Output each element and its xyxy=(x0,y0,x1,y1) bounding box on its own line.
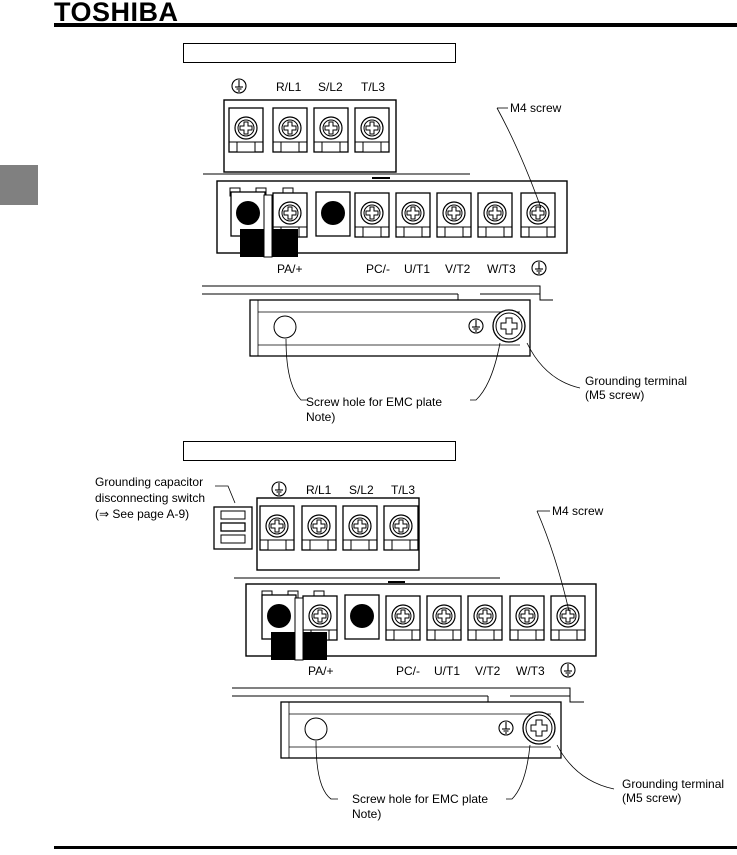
label-u-t1: U/T1 xyxy=(434,664,460,678)
ground-symbol xyxy=(531,260,547,276)
label-u-t1: U/T1 xyxy=(404,262,430,276)
label-s-l2: S/L2 xyxy=(349,483,374,497)
diagram-1: R/L1 S/L2 T/L3 PA/+ PC/- U/T1 V/T2 xyxy=(202,78,687,424)
label-t-l3: T/L3 xyxy=(361,80,385,94)
label-r-l1: R/L1 xyxy=(306,483,332,497)
section-side-tab xyxy=(0,165,38,205)
header-rule xyxy=(54,23,737,27)
switch-label-1: Grounding capacitor xyxy=(95,475,203,489)
ground-symbol xyxy=(231,78,247,94)
label-pc: PC/- xyxy=(366,262,390,276)
emc-plate xyxy=(280,701,562,759)
terminal-ground xyxy=(229,108,263,152)
screw-hole xyxy=(304,717,328,741)
terminal-r-l1 xyxy=(273,108,307,152)
switch-label-3: (⇒ See page A-9) xyxy=(95,507,189,521)
label-r-l1: R/L1 xyxy=(276,80,302,94)
filled-post xyxy=(236,201,260,225)
label-t-l3: T/L3 xyxy=(391,483,415,497)
diagram-2-title-box xyxy=(183,441,456,461)
terminal-s-l2 xyxy=(314,108,348,152)
filled-post xyxy=(321,201,345,225)
m4-screw-label: M4 screw xyxy=(510,101,562,115)
grounding-terminal-label: Grounding terminal xyxy=(585,374,687,388)
label-w-t3: W/T3 xyxy=(516,664,545,678)
label-pa: PA/+ xyxy=(308,664,333,678)
switch-label-2: disconnecting switch xyxy=(95,491,205,505)
output-terminals xyxy=(261,594,585,640)
ground-symbol xyxy=(271,481,287,497)
screw-hole-label: Screw hole for EMC plate xyxy=(352,792,488,806)
output-terminals xyxy=(230,191,555,237)
ground-symbol xyxy=(560,662,576,678)
footer-rule xyxy=(54,846,737,849)
label-pc: PC/- xyxy=(396,664,420,678)
terminal-t-l3 xyxy=(355,108,389,152)
screw-hole xyxy=(273,315,297,339)
emc-plate xyxy=(249,299,531,357)
ground-symbol xyxy=(498,720,514,736)
grounding-terminal-label: Grounding terminal xyxy=(622,777,724,791)
label-v-t2: V/T2 xyxy=(445,262,471,276)
diagram-1-title-box xyxy=(183,43,456,63)
ground-symbol xyxy=(468,318,484,334)
note-label: Note) xyxy=(306,410,335,424)
note-label: Note) xyxy=(352,807,381,821)
label-w-t3: W/T3 xyxy=(487,262,516,276)
label-s-l2: S/L2 xyxy=(318,80,343,94)
m5-screw-label: (M5 screw) xyxy=(622,791,681,805)
m4-screw-label: M4 screw xyxy=(552,504,604,518)
diagram-2: Grounding capacitor disconnecting switch… xyxy=(95,475,724,821)
screw-hole-label: Screw hole for EMC plate xyxy=(306,395,442,409)
label-v-t2: V/T2 xyxy=(475,664,501,678)
m5-screw-label: (M5 screw) xyxy=(585,388,644,402)
label-pa: PA/+ xyxy=(277,262,302,276)
toshiba-logo: TOSHIBA xyxy=(54,0,179,27)
